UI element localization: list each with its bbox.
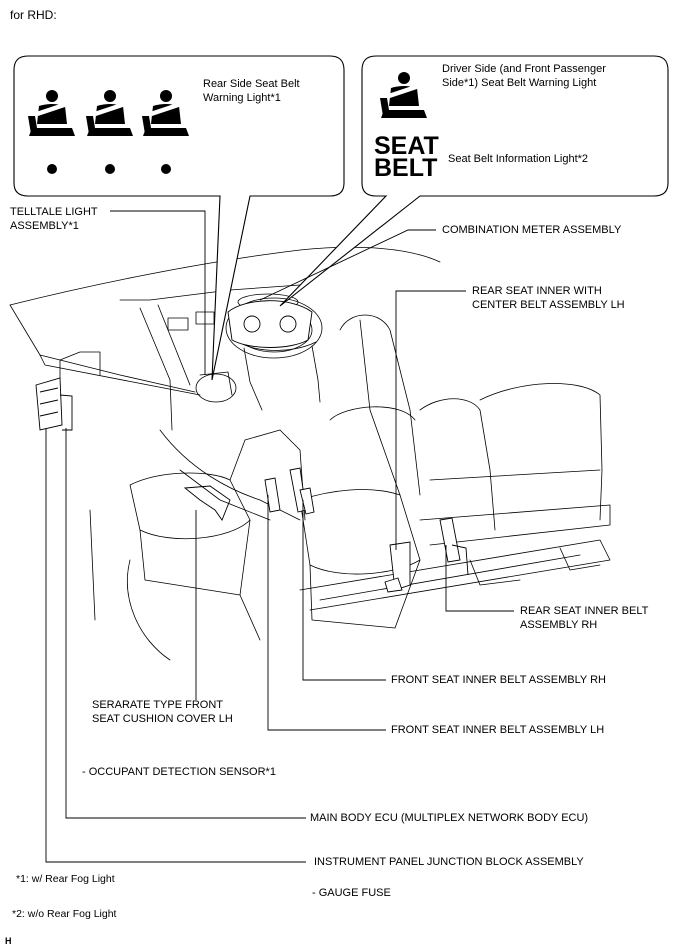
component-parts (35, 300, 469, 593)
seat-belt-icon-line2: BELT (374, 154, 438, 182)
footnote-2: *2: w/o Rear Fog Light (12, 908, 117, 920)
gauge-fuse-label: - GAUGE FUSE (312, 887, 391, 899)
leader-front-rh-belt (302, 500, 386, 681)
leader-combination-meter (259, 229, 436, 301)
cushion-cover-label-line2: SEAT CUSHION COVER LH (92, 713, 233, 725)
telltale-label-line1: TELLTALE LIGHT (10, 206, 98, 218)
front-lh-belt-label: FRONT SEAT INNER BELT ASSEMBLY LH (391, 724, 605, 736)
rear-center-belt-label-line1: REAR SEAT INNER WITH (472, 285, 602, 297)
leader-front-lh-belt (267, 495, 386, 731)
leader-main-body-ecu (65, 428, 306, 819)
rear-rh-belt-label-line2: ASSEMBLY RH (520, 619, 598, 631)
ip-junction-label: INSTRUMENT PANEL JUNCTION BLOCK ASSEMBLY (314, 856, 584, 868)
driver-side-warning-line2: Side*1) Seat Belt Warning Light (442, 77, 597, 89)
for-rhd-heading: for RHD: (10, 8, 57, 22)
rear-rh-belt-label-line1: REAR SEAT INNER BELT (520, 605, 649, 617)
rear-left-indicator-dot (47, 164, 57, 174)
seat-belt-info-icon: SEAT BELT (374, 132, 439, 182)
seat-belt-icon-line1: SEAT (374, 132, 439, 160)
rear-right-indicator-dot (161, 164, 171, 174)
occupant-sensor-label: - OCCUPANT DETECTION SENSOR*1 (82, 766, 276, 778)
cushion-cover-label-line1: SERARATE TYPE FRONT (92, 699, 224, 711)
leader-rear-center-belt (395, 290, 466, 550)
rear-center-indicator-dot (105, 164, 115, 174)
leader-ip-junction (45, 428, 306, 863)
leader-rear-rh-belt (445, 545, 514, 612)
combination-meter-label: COMBINATION METER ASSEMBLY (442, 224, 622, 236)
driver-side-warning-line1: Driver Side (and Front Passenger (442, 63, 606, 75)
corner-mark: H (5, 936, 12, 946)
main-body-ecu-label: MAIN BODY ECU (MULTIPLEX NETWORK BODY EC… (310, 812, 589, 824)
footnote-1: *1: w/ Rear Fog Light (16, 873, 115, 885)
front-rh-belt-label: FRONT SEAT INNER BELT ASSEMBLY RH (391, 674, 606, 686)
rear-center-belt-label-line2: CENTER BELT ASSEMBLY LH (472, 299, 625, 311)
seat-belt-info-label: Seat Belt Information Light*2 (448, 153, 589, 165)
rear-side-warning-text: Rear Side Seat Belt Warning Light*1 (203, 78, 300, 104)
telltale-label-line2: ASSEMBLY*1 (10, 220, 79, 232)
rear-side-warning-label: Rear Side Seat Belt Warning Light*1 (203, 77, 300, 105)
leader-telltale (110, 210, 206, 375)
